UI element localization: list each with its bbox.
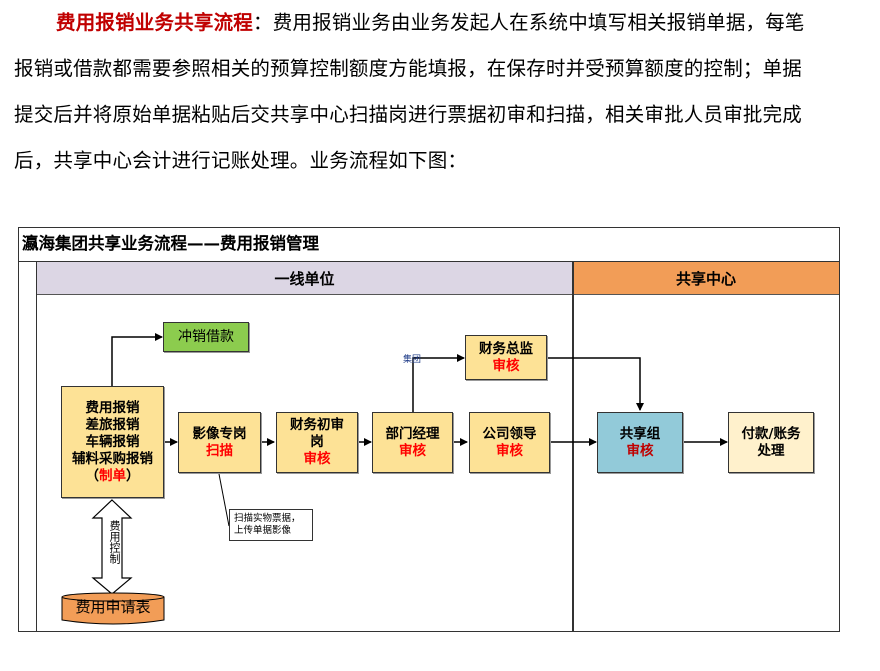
origin-action-text: 制单 xyxy=(99,467,126,484)
intro-text-1: ：费用报销业务由业务发起人在系统中填写相关报销单据，每笔 xyxy=(253,11,805,34)
dept-manager-action: 审核 xyxy=(399,442,426,459)
cost-control-label: 费用控制 xyxy=(108,520,121,564)
paren-close: ） xyxy=(126,467,140,484)
origin-action: （制单） xyxy=(86,468,140,485)
imaging-label: 影像专岗 xyxy=(192,425,247,442)
origin-line-4: 辅料采购报销 xyxy=(72,450,153,467)
node-finance-director[interactable]: 财务总监 审核 xyxy=(465,335,547,380)
node-dept-manager[interactable]: 部门经理 审核 xyxy=(372,412,453,473)
intro-lead: 费用报销业务共享流程 xyxy=(56,11,254,34)
intro-line-1: 费用报销业务共享流程：费用报销业务由业务发起人在系统中填写相关报销单据，每笔 xyxy=(14,0,844,46)
node-company-leader[interactable]: 公司领导 审核 xyxy=(469,412,550,473)
shared-group-label: 共享组 xyxy=(619,425,661,442)
payment-label-2: 处理 xyxy=(757,442,785,459)
node-origin-reimbursement[interactable]: 费用报销 差旅报销 车辆报销 辅料采购报销 （制单） xyxy=(61,386,164,498)
finance-director-action: 审核 xyxy=(492,357,520,374)
offset-loan-label: 冲销借款 xyxy=(178,328,234,345)
intro-line-4: 后，共享中心会计进行记账处理。业务流程如下图： xyxy=(14,149,468,172)
finance-first-label-2: 岗 xyxy=(310,434,324,450)
dept-manager-label: 部门经理 xyxy=(385,425,440,442)
scan-note: 扫描实物票据， 上传单据影像 xyxy=(229,509,313,541)
title-divider xyxy=(18,261,840,262)
node-shared-group[interactable]: 共享组 审核 xyxy=(597,412,683,473)
lane-left-border xyxy=(36,261,37,632)
diagram-title: 瀛海集团共享业务流程——费用报销管理 xyxy=(22,234,319,253)
intro-line-2: 报销或借款都需要参照相关的预算控制额度方能填报，在保存时并受预算额度的控制；单据 xyxy=(14,57,803,80)
finance-first-action: 审核 xyxy=(303,451,331,467)
diagram-frame xyxy=(18,227,840,632)
company-leader-action: 审核 xyxy=(496,442,523,459)
imaging-action: 扫描 xyxy=(206,442,233,459)
finance-first-label-1: 财务初审 xyxy=(290,417,344,433)
origin-line-1: 费用报销 xyxy=(85,399,140,416)
finance-director-label: 财务总监 xyxy=(479,340,533,357)
lane-header-shared-center: 共享中心 xyxy=(572,262,839,295)
shared-group-action: 审核 xyxy=(626,442,654,459)
expense-form-label[interactable]: 费用申请表 xyxy=(75,598,151,616)
node-imaging-post[interactable]: 影像专岗 扫描 xyxy=(178,412,261,473)
origin-line-2: 差旅报销 xyxy=(85,416,140,433)
lane-separator xyxy=(572,262,574,632)
group-branch-label: 集团 xyxy=(403,355,422,365)
company-leader-label: 公司领导 xyxy=(482,425,537,442)
origin-line-3: 车辆报销 xyxy=(85,433,140,450)
node-finance-first-review[interactable]: 财务初审 岗 审核 xyxy=(276,412,358,473)
lane-header-frontline: 一线单位 xyxy=(37,262,572,295)
paren-open: （ xyxy=(85,467,100,484)
intro-line-3: 提交后并将原始单据粘贴后交共享中心扫描岗进行票据初审和扫描，相关审批人员审批完成 xyxy=(14,103,803,126)
node-offset-loan[interactable]: 冲销借款 xyxy=(163,322,249,352)
intro-paragraph: 费用报销业务共享流程：费用报销业务由业务发起人在系统中填写相关报销单据，每笔 报… xyxy=(14,0,844,184)
payment-label-1: 付款/账务 xyxy=(741,425,801,442)
scan-note-line-2: 上传单据影像 xyxy=(234,525,292,536)
node-payment-accounting[interactable]: 付款/账务 处理 xyxy=(728,412,814,473)
scan-note-line-1: 扫描实物票据， xyxy=(234,513,301,524)
